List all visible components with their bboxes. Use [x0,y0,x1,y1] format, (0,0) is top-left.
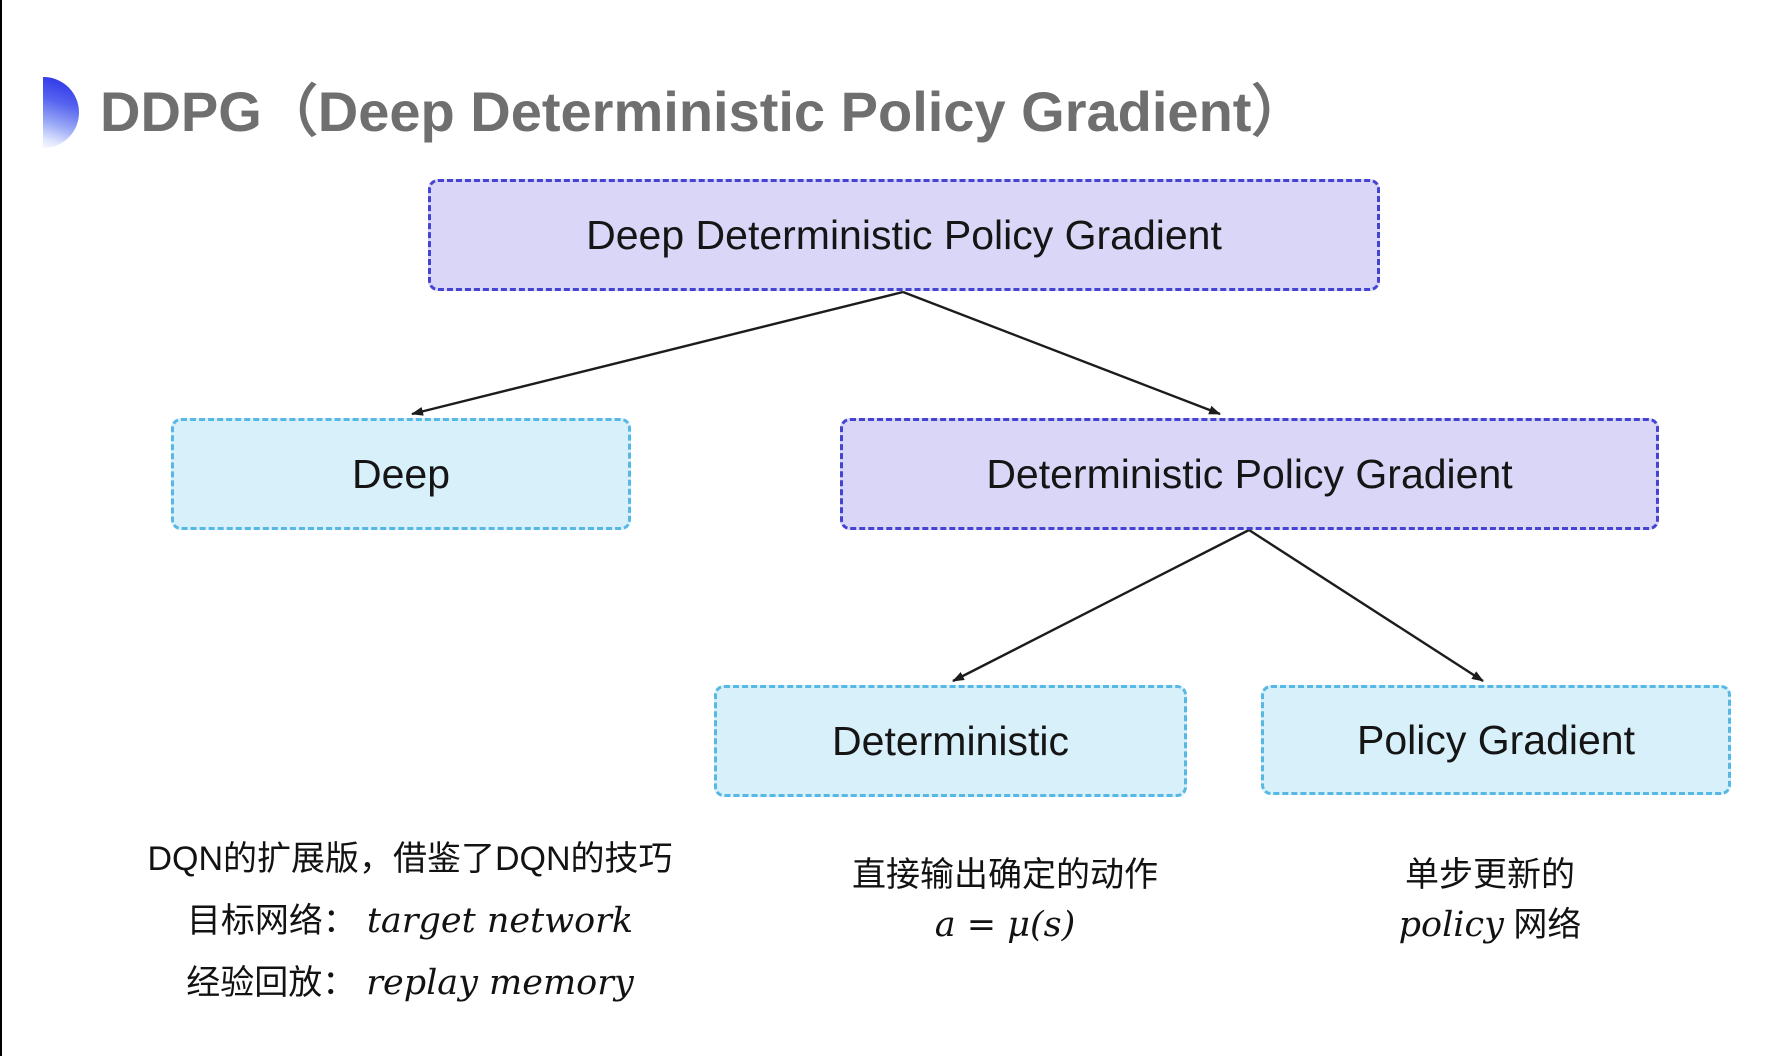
node-label: Deep Deterministic Policy Gradient [586,211,1222,258]
node-deep-deterministic-policy-gradient: Deep Deterministic Policy Gradient [428,179,1380,291]
annotation-deterministic: 直接输出确定的动作 a = μ(s) [805,850,1205,950]
node-label: Deep [351,450,450,497]
accent-semicircle-icon [43,77,79,148]
node-deterministic: Deterministic [714,685,1187,797]
annotation-line: policy 网络 [1398,905,1582,945]
annotation-formula: a = μ(s) [934,905,1076,945]
annotation-policy-gradient: 单步更新的 policy 网络 [1290,850,1690,950]
annotation-line: DQN的扩展版，借鉴了DQN的技巧 [147,840,673,878]
annotation-deep: DQN的扩展版，借鉴了DQN的技巧 目标网络：target network 经验… [110,828,710,1014]
annotation-line: 直接输出确定的动作 [852,856,1158,894]
arrow-root-to-dpg [902,290,1221,416]
page-title: DDPG（Deep Deterministic Policy Gradient） [100,80,1308,143]
arrow-dpg-to-deterministic [952,528,1250,683]
node-policy-gradient: Policy Gradient [1261,685,1731,795]
annotation-line: 单步更新的 [1405,856,1575,894]
node-label: Deterministic Policy Gradient [986,450,1513,497]
annotation-line: 经验回放：replay memory [186,963,634,1003]
annotation-line: 目标网络：target network [186,901,634,941]
node-deep: Deep [171,418,631,530]
node-label: Policy Gradient [1356,716,1635,763]
node-label: Deterministic [832,717,1069,764]
node-deterministic-policy-gradient: Deterministic Policy Gradient [840,418,1659,530]
arrow-dpg-to-policy-gradient [1248,528,1484,683]
screen-left-border [0,0,2,1056]
arrow-root-to-deep [411,290,904,416]
